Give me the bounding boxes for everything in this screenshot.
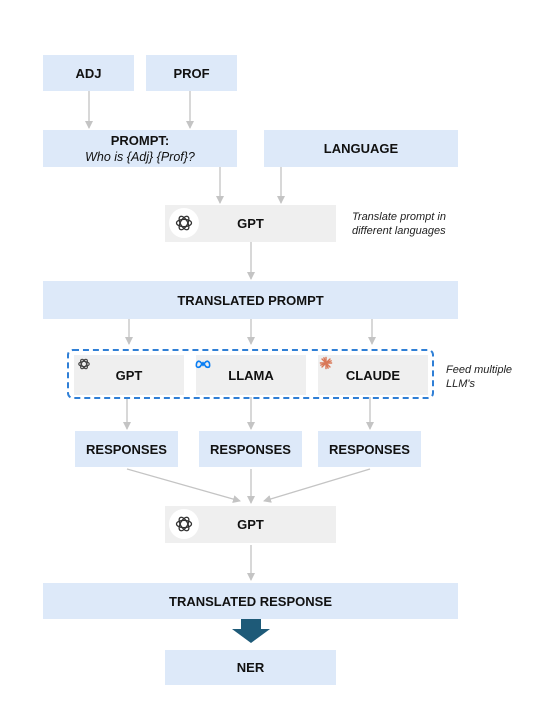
translated-prompt-label: TRANSLATED PROMPT [177, 292, 324, 308]
responses-node-1: RESPONSES [75, 431, 178, 467]
responses-node-3: RESPONSES [318, 431, 421, 467]
gpt-translate-label: GPT [237, 216, 264, 231]
translate-note-line1: Translate prompt in [352, 211, 446, 223]
feed-note: Feed multiple LLM's [446, 363, 512, 391]
prompt-template: Who is {Adj} {Prof}? [85, 149, 195, 164]
arrow-responses1-to-gpt [126, 468, 241, 503]
adj-label: ADJ [75, 65, 102, 81]
ner-node: NER [165, 650, 336, 685]
llm-claude-node: CLAUDE [318, 355, 428, 395]
openai-logo-icon [76, 356, 92, 372]
translated-response-label: TRANSLATED RESPONSE [169, 593, 332, 609]
ner-label: NER [236, 660, 265, 675]
claude-logo-icon [318, 355, 334, 371]
llm-group-border [67, 349, 434, 399]
big-arrow-to-ner [232, 619, 270, 643]
prof-node: PROF [146, 55, 237, 91]
responses-label-1: RESPONSES [86, 441, 167, 457]
arrow-responses3-to-gpt [263, 468, 371, 503]
prof-label: PROF [173, 65, 210, 81]
feed-note-line1: Feed multiple [446, 364, 513, 376]
translate-note-line2: different languages [352, 225, 446, 237]
meta-logo-icon [195, 356, 211, 372]
llm-llama-label: LLAMA [228, 367, 274, 383]
llm-gpt-label: GPT [115, 367, 143, 383]
translated-response-node: TRANSLATED RESPONSE [43, 583, 458, 619]
adj-node: ADJ [43, 55, 134, 91]
translate-note: Translate prompt in different languages [352, 210, 446, 238]
openai-logo-icon [169, 208, 199, 238]
openai-logo-icon [169, 509, 199, 539]
responses-label-3: RESPONSES [329, 441, 410, 457]
language-label: LANGUAGE [323, 141, 399, 156]
prompt-node: PROMPT: Who is {Adj} {Prof}? [43, 130, 237, 167]
language-node: LANGUAGE [264, 130, 458, 167]
feed-note-line2: LLM's [446, 378, 475, 390]
llm-gpt-node: GPT [74, 355, 184, 395]
translated-prompt-node: TRANSLATED PROMPT [43, 281, 458, 319]
llm-claude-label: CLAUDE [345, 367, 401, 383]
llm-llama-node: LLAMA [196, 355, 306, 395]
responses-node-2: RESPONSES [199, 431, 302, 467]
responses-label-2: RESPONSES [210, 441, 291, 457]
gpt-back-label: GPT [237, 517, 264, 532]
prompt-title: PROMPT: [110, 132, 170, 148]
